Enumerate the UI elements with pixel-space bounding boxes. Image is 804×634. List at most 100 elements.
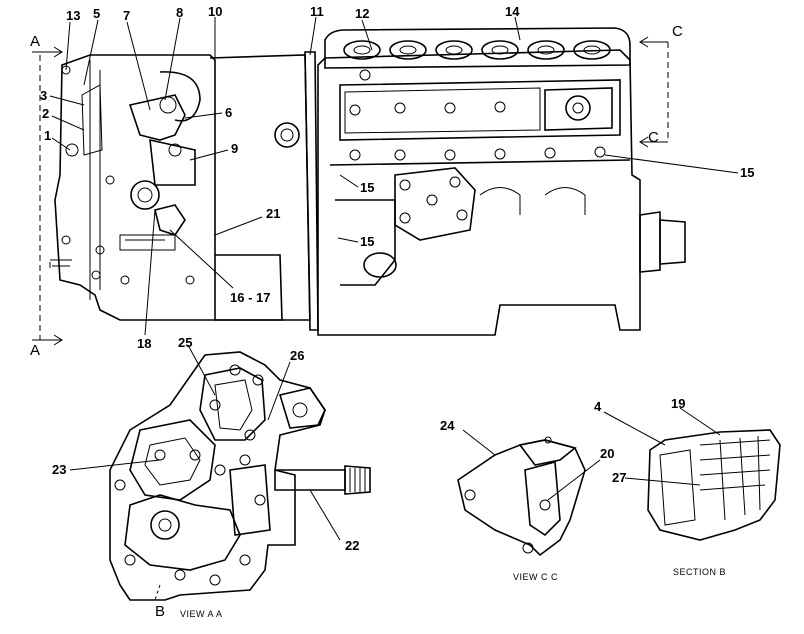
callout-27: 27 (612, 470, 626, 485)
leader-lines-main (49, 16, 739, 336)
leader-lines-cc (462, 429, 601, 501)
bolt (95, 245, 105, 255)
callout-3: 3 (40, 88, 47, 103)
callout-16-17: 16 - 17 (230, 290, 270, 305)
lever-assembly (128, 94, 186, 141)
aa-bolts (114, 449, 266, 586)
callout-15-b: 15 (360, 180, 374, 195)
section-arrow-a-top (32, 46, 63, 58)
linkage-pin (168, 143, 182, 157)
section-letter-a-top: A (30, 33, 40, 50)
section-letter-a-bottom: A (30, 342, 40, 359)
callout-14: 13 (66, 8, 80, 23)
view-aa (109, 351, 371, 601)
valve-cover-band (339, 79, 621, 141)
bolt (105, 175, 115, 185)
lever-pivot (159, 96, 177, 114)
drive-shaft (659, 219, 686, 265)
callout-10: 10 (208, 4, 222, 19)
section-arrow-c-top (639, 36, 668, 48)
adjust-screw-body (154, 204, 186, 236)
callout-15-c: 15 (360, 234, 374, 249)
bracket-boss-inner (572, 102, 584, 114)
callout-22: 22 (345, 538, 359, 553)
inspection-cover (344, 87, 541, 134)
shaft-spline (344, 465, 371, 495)
leader-lines-aa (69, 344, 341, 541)
bracket-boss (565, 95, 591, 121)
linkage-block (149, 138, 196, 186)
plate (304, 51, 319, 331)
spring-loop (159, 71, 201, 122)
section-b (647, 429, 781, 541)
callout-12: 12 (355, 6, 369, 21)
bolt (120, 275, 130, 285)
governor-boss-inner (137, 187, 153, 203)
spline-teeth (349, 468, 366, 492)
callout-4: 4 (594, 399, 602, 414)
callout-18: 18 (137, 336, 151, 351)
callout-21: 21 (266, 206, 280, 221)
callout-numbers: 13 5 7 8 10 11 12 14 3 2 1 6 9 15 15 15 … (40, 4, 754, 553)
callout-7: 7 (123, 8, 130, 23)
side-boss (278, 387, 326, 429)
section-arrow-c-bottom (639, 136, 668, 148)
section-b-body (659, 449, 696, 526)
callout-26: 26 (290, 348, 304, 363)
leader-lines-b (603, 407, 721, 486)
cover-bolts (349, 69, 606, 161)
callout-5: 5 (93, 6, 100, 21)
section-arrow-a-bottom (32, 334, 63, 346)
bolt (61, 235, 71, 245)
lower-port (363, 252, 397, 278)
adaptor-plug-inner (280, 128, 294, 142)
callout-6: 6 (225, 105, 232, 120)
section-letter-b: B (155, 603, 165, 620)
drive-collar (639, 211, 661, 273)
callout-25: 25 (178, 335, 192, 350)
governor-housing (54, 54, 216, 321)
section-line-b (154, 584, 161, 601)
mid-cover-recess (144, 437, 201, 486)
callout-13: 14 (505, 4, 520, 19)
governor-flange (89, 60, 101, 300)
flange-bolts (399, 176, 468, 224)
adaptor-plug (274, 122, 300, 148)
view-cc (457, 436, 586, 557)
adaptor-foot (215, 254, 283, 321)
bolt (65, 143, 79, 157)
callout-24: 24 (440, 418, 455, 433)
section-letter-c-bottom: C (648, 129, 659, 146)
section-b-housing (647, 429, 781, 541)
side-plate (229, 464, 271, 536)
slot-plate (119, 234, 176, 251)
cc-slot (524, 460, 561, 537)
cc-top (518, 439, 577, 466)
section-letter-c-top: C (672, 23, 683, 40)
mid-cover (129, 419, 216, 501)
cc-housing (457, 439, 586, 557)
governor-boss (130, 180, 160, 210)
delivery-valves (343, 40, 611, 60)
callout-9: 9 (231, 141, 238, 156)
lower-cover (124, 494, 241, 571)
upper-cover-recess (214, 379, 253, 431)
upper-cover (199, 367, 266, 441)
bolt (91, 270, 101, 280)
callout-1: 1 (44, 128, 51, 143)
cam-windows (479, 187, 586, 215)
callout-11: 11 (310, 4, 324, 19)
caption-section-b: SECTION B (673, 567, 726, 577)
bolt (185, 275, 195, 285)
section-b-ribs (699, 439, 771, 491)
pump-side-view (32, 27, 686, 346)
callout-20: 20 (600, 446, 614, 461)
body-seam (329, 159, 631, 166)
stud (49, 259, 72, 268)
callout-15-a: 15 (740, 165, 754, 180)
lower-boss (150, 510, 180, 540)
bracket-plate (544, 87, 613, 131)
callout-19: 19 (671, 396, 685, 411)
